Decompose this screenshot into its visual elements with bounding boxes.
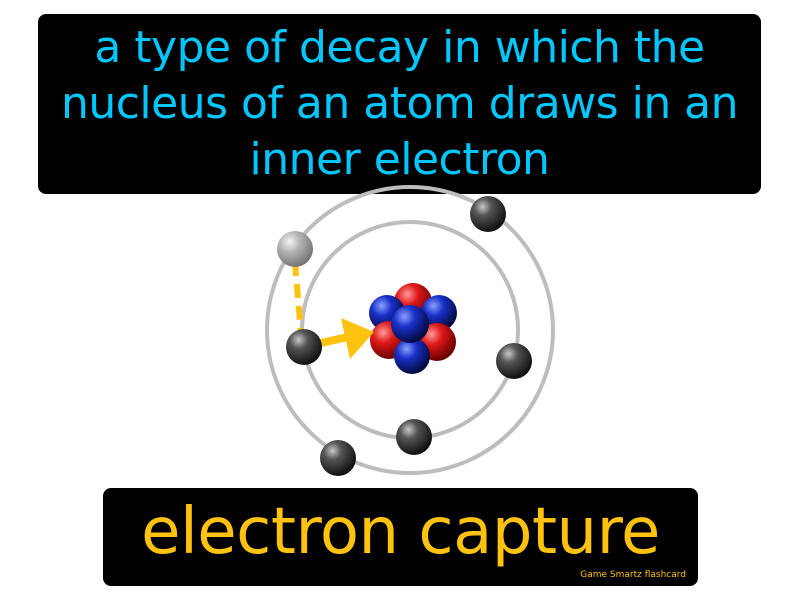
term-text: electron capture	[141, 495, 660, 569]
captured-electron-ghost	[277, 231, 313, 267]
electrons	[277, 196, 532, 476]
term-box: electron capture Game Smartz flashcard	[103, 488, 698, 586]
definition-box: a type of decay in which the nucleus of …	[38, 14, 761, 194]
electron	[396, 419, 432, 455]
capture-path-dashes	[292, 261, 304, 335]
neutron	[421, 295, 457, 331]
outer-orbit	[265, 185, 555, 475]
definition-text: a type of decay in which the nucleus of …	[60, 22, 739, 185]
brand-label: Game Smartz flashcard	[580, 570, 686, 580]
neutron	[394, 338, 430, 374]
captured-electron	[286, 329, 322, 365]
electron	[320, 440, 356, 476]
neutron	[391, 305, 429, 343]
electron	[496, 343, 532, 379]
nucleus	[369, 283, 457, 374]
electron	[470, 196, 506, 232]
